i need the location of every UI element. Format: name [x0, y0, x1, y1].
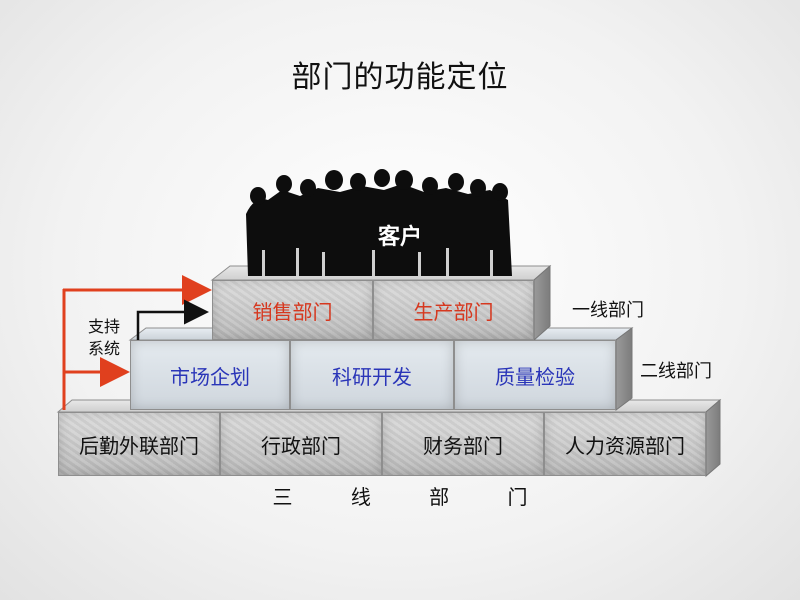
tier2-block-quality: 质量检验: [454, 340, 616, 410]
support-label-line2: 系统: [87, 339, 120, 358]
tier3-label-char: 部: [429, 485, 450, 509]
customer-label: 客户: [377, 225, 422, 250]
tier2-side-face: [615, 327, 633, 411]
tier3-label-char: 线: [350, 485, 371, 509]
tier3-label-char: 三: [272, 485, 293, 509]
support-arrows: [62, 275, 212, 410]
tier2-block-marketing: 市场企划: [130, 340, 290, 410]
tier1-side-face: [533, 264, 551, 342]
tier3-label-char: 门: [507, 485, 528, 509]
tier1-block-sales: 销售部门: [212, 280, 373, 340]
tier3-label: 三 线 部 门: [0, 481, 800, 510]
tier3-block-logistics: 后勤外联部门: [58, 412, 220, 476]
tier2-block-rnd: 科研开发: [290, 340, 454, 410]
tier2-label: 二线部门: [640, 361, 712, 382]
tier1-block-production: 生产部门: [373, 280, 534, 340]
tier1-label: 一线部门: [572, 300, 644, 321]
tier3-block-finance: 财务部门: [382, 412, 544, 476]
support-system-label: 支持 系统: [80, 316, 128, 360]
page-title: 部门的功能定位: [291, 60, 509, 95]
support-label-line1: 支持: [87, 317, 120, 336]
tier3-side-face: [705, 398, 721, 478]
people-silhouette-icon: [246, 169, 512, 276]
tier3-block-hr: 人力资源部门: [544, 412, 706, 476]
tier3-block-admin: 行政部门: [220, 412, 382, 476]
